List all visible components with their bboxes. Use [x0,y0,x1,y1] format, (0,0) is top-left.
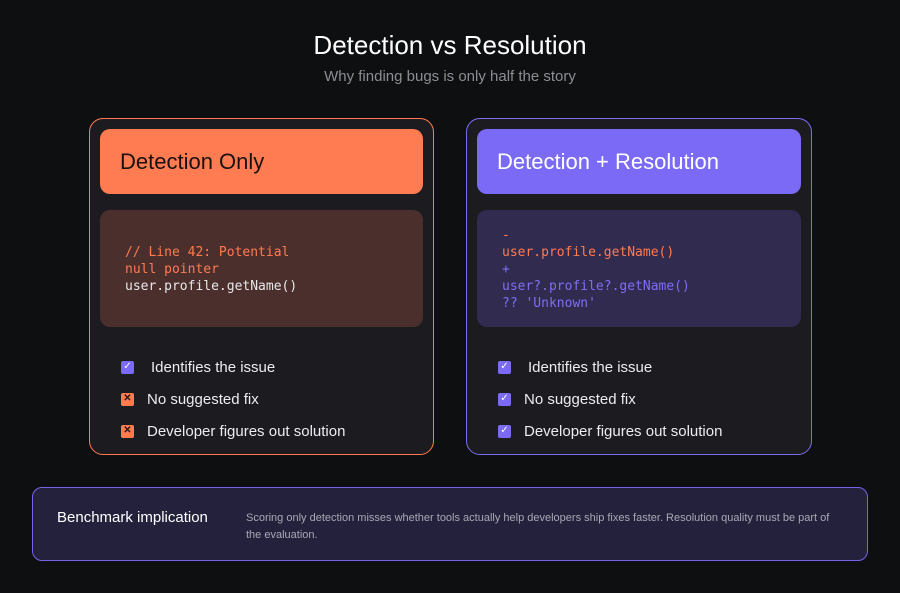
code-line: user.profile.getName() [502,245,675,260]
code-line: // Line 42: Potential [125,245,290,260]
checkmark-icon: ✓ [498,392,511,406]
checklist-label: Identifies the issue [528,358,653,376]
code-line: + [502,262,510,277]
page-subtitle: Why finding bugs is only half the story [324,68,576,85]
detection-resolution-card: Detection + Resolution - user.profile.get… [466,118,812,455]
detection-only-card: Detection Only // Line 42: Potential null… [89,118,434,455]
card-header: Detection + Resolution [477,129,801,194]
checklist: ✓ Identifies the issue ✓ No suggested fix ✓ D… [498,351,722,447]
checklist-item: ✓ Developer figures out solution [498,415,722,447]
checklist-item: ✕ Developer figures out solution [121,415,345,447]
implication-label: Benchmark implication [57,509,208,526]
checkmark-icon: ✓ [498,360,511,374]
code-line: - [502,228,510,243]
code-line: null pointer [125,262,219,277]
code-line: user.profile.getName() [125,279,298,294]
checklist-item: ✓ No suggested fix [498,383,722,415]
cross-icon: ✕ [121,392,134,406]
implication-description: Scoring only detection misses whether to… [246,512,830,541]
checklist-item: ✕ No suggested fix [121,383,345,415]
checklist: ✓ Identifies the issue ✕ No suggested fix ✕ D… [121,351,345,447]
benchmark-implication-panel: Benchmark implication Scoring only detec… [32,487,868,561]
page-title: Detection vs Resolution [313,30,587,60]
checkmark-icon: ✓ [121,360,134,374]
checklist-label: Developer figures out solution [524,422,723,440]
checklist-item: ✓ Identifies the issue [498,351,722,383]
code-block: - user.profile.getName() + user?.profile?.g… [477,210,801,327]
code-line: user?.profile?.getName() [502,279,690,294]
cross-icon: ✕ [121,424,134,438]
checkmark-icon: ✓ [498,424,511,438]
checklist-label: Identifies the issue [151,358,276,376]
code-block: // Line 42: Potential null pointer user.pr… [100,210,423,327]
checklist-item: ✓ Identifies the issue [121,351,345,383]
card-header: Detection Only [100,129,423,194]
checklist-label: Developer figures out solution [147,422,346,440]
checklist-label: No suggested fix [147,390,259,408]
code-line: ?? 'Unknown' [502,296,596,311]
checklist-label: No suggested fix [524,390,636,408]
